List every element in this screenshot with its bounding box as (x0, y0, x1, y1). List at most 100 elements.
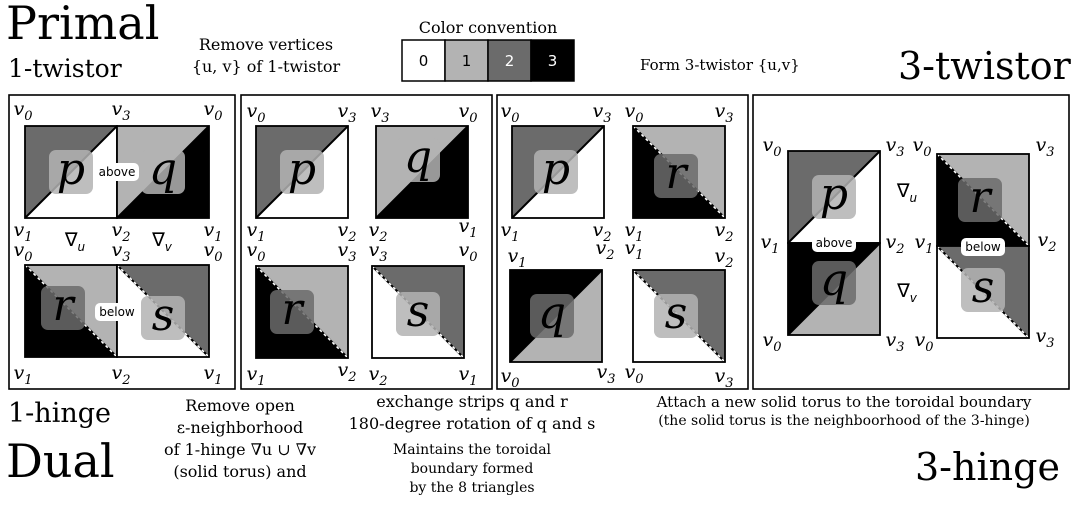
vertex-label-v3: v3 (337, 239, 356, 265)
panel2-q-letter: q (404, 132, 432, 183)
panel2-r-border (255, 265, 349, 359)
vertex-label-v0: v0 (203, 239, 222, 265)
vertex-label-v2: v2 (111, 219, 130, 245)
caption-line: Maintains the toroidal (392, 442, 552, 458)
vertex-label-v1: v1 (507, 245, 526, 271)
vertex-label-v1: v1 (13, 362, 32, 388)
panel4-p-letter: p (820, 169, 848, 220)
vertex-label-v0: v0 (458, 100, 477, 126)
vertex-label-v2: v2 (337, 359, 356, 385)
panel3-p-letter: p (542, 144, 570, 195)
panel3-p-border (511, 125, 605, 219)
vertex-label-v0: v0 (762, 134, 781, 160)
panel4-s-letter: s (972, 262, 995, 313)
panel2-r-diagonal-dash (255, 265, 349, 359)
vertex-label-v2: v2 (885, 231, 904, 257)
vertex-label-v3: v3 (592, 100, 611, 126)
vertex-label-v3: v3 (885, 329, 904, 355)
vertex-label-v2: v2 (714, 245, 733, 271)
panel1-r-letter: r (52, 280, 76, 331)
panel-2-frame (240, 94, 493, 390)
panel-3-frame (496, 94, 749, 390)
panel1-s-letter: s (152, 290, 175, 341)
panel4-q-letter: q (820, 255, 848, 306)
primal-title: Primal (6, 0, 160, 50)
vertex-label-v1: v1 (760, 231, 779, 257)
panel2-s-badge (396, 292, 440, 336)
vertex-label-v1: v1 (500, 219, 519, 245)
vertex-label-v1: v1 (458, 363, 477, 389)
vertex-label-v1: v1 (914, 231, 933, 257)
caption-line: Remove vertices (198, 35, 334, 54)
panel-4-frame (752, 94, 1070, 390)
legend-swatch-3 (530, 39, 575, 82)
caption-line: of 1-hinge ∇u ∪ ∇v (163, 440, 316, 459)
panel3-r-diagonal-dash (632, 125, 726, 219)
legend-swatch-1 (444, 39, 489, 82)
vertex-label-v3: v3 (111, 239, 130, 265)
panel2-p-letter: p (288, 144, 316, 195)
vertex-label-v2: v2 (111, 362, 130, 388)
caption-line: {u, v} of 1-twistor (191, 57, 341, 76)
vertex-label-v0: v0 (246, 100, 265, 126)
vertex-label-v3: v3 (596, 361, 615, 387)
tag-below-box (961, 238, 1005, 256)
panel4-r-diagonal-dash (936, 153, 1030, 247)
vertex-label-v0: v0 (762, 329, 781, 355)
vertex-label-v3: v3 (714, 365, 733, 391)
vertex-label-v3: v3 (885, 134, 904, 160)
panel1-q-badge (141, 150, 185, 194)
tag-above-label: above (816, 236, 853, 250)
legend-level-1: 1 (462, 52, 472, 70)
vertex-label-v1: v1 (13, 219, 32, 245)
remove-vertices-caption: Remove vertices {u, v} of 1-twistor (166, 34, 366, 78)
legend-level-0: 0 (419, 52, 429, 70)
caption-line: by the 8 triangles (409, 480, 535, 496)
panel3-s-border (632, 269, 726, 363)
panel3-s-diagonal-dash (632, 269, 726, 363)
vertex-label-v0: v0 (914, 329, 933, 355)
panel2-s-letter: s (407, 286, 430, 337)
vertex-label-v2: v2 (1037, 229, 1056, 255)
caption-line: (the solid torus is the neighboorhood of… (658, 413, 1030, 429)
caption-line: Attach a new solid torus to the toroidal… (656, 393, 1032, 411)
vertex-label-v2: v2 (368, 363, 387, 389)
one-hinge-label: 1-hinge (8, 398, 111, 429)
panel2-r-letter: r (281, 284, 305, 335)
caption-line: boundary formed (410, 461, 534, 477)
vertex-label-v2: v2 (592, 219, 611, 245)
nabla-v-label: ∇v (896, 280, 918, 305)
panel1-s-diagonal-dash (116, 264, 210, 358)
nabla-u-label: ∇u (896, 180, 918, 205)
panel-1-frame (8, 94, 236, 390)
vertex-label-v2: v2 (337, 219, 356, 245)
form-three-twistor-caption: Form 3-twistor {u,v} (640, 56, 800, 74)
panel4-r-letter: r (969, 172, 993, 223)
panel3-q-letter: q (538, 288, 566, 339)
vertex-label-v1: v1 (624, 237, 643, 263)
vertex-label-v0: v0 (203, 98, 222, 124)
vertex-label-v3: v3 (1035, 325, 1054, 351)
vertex-label-v2: v2 (714, 219, 733, 245)
one-twistor-label: 1-twistor (8, 54, 122, 83)
vertex-label-v1: v1 (203, 219, 222, 245)
remove-open-caption: Remove open ε-neighborhood of 1-hinge ∇u… (140, 395, 340, 483)
legend-level-3: 3 (548, 52, 558, 70)
vertex-label-v3: v3 (337, 100, 356, 126)
vertex-label-v0: v0 (13, 239, 32, 265)
panel1-r-diagonal-dash (24, 264, 118, 358)
caption-line: (solid torus) and (173, 462, 307, 481)
panel3-r-badge (654, 154, 698, 198)
legend-title: Color convention (419, 18, 558, 37)
panel1-p-badge (49, 150, 93, 194)
vertex-label-v3: v3 (714, 100, 733, 126)
caption-line: Remove open (185, 396, 295, 415)
tag-above-box (812, 234, 856, 252)
panel2-s-diagonal-dash (371, 265, 465, 359)
vertex-label-v0: v0 (500, 365, 519, 391)
panel4-q-badge (812, 261, 856, 305)
tag-above-label: above (99, 165, 136, 179)
vertex-label-v0: v0 (624, 361, 643, 387)
vertex-label-v1: v1 (624, 219, 643, 245)
